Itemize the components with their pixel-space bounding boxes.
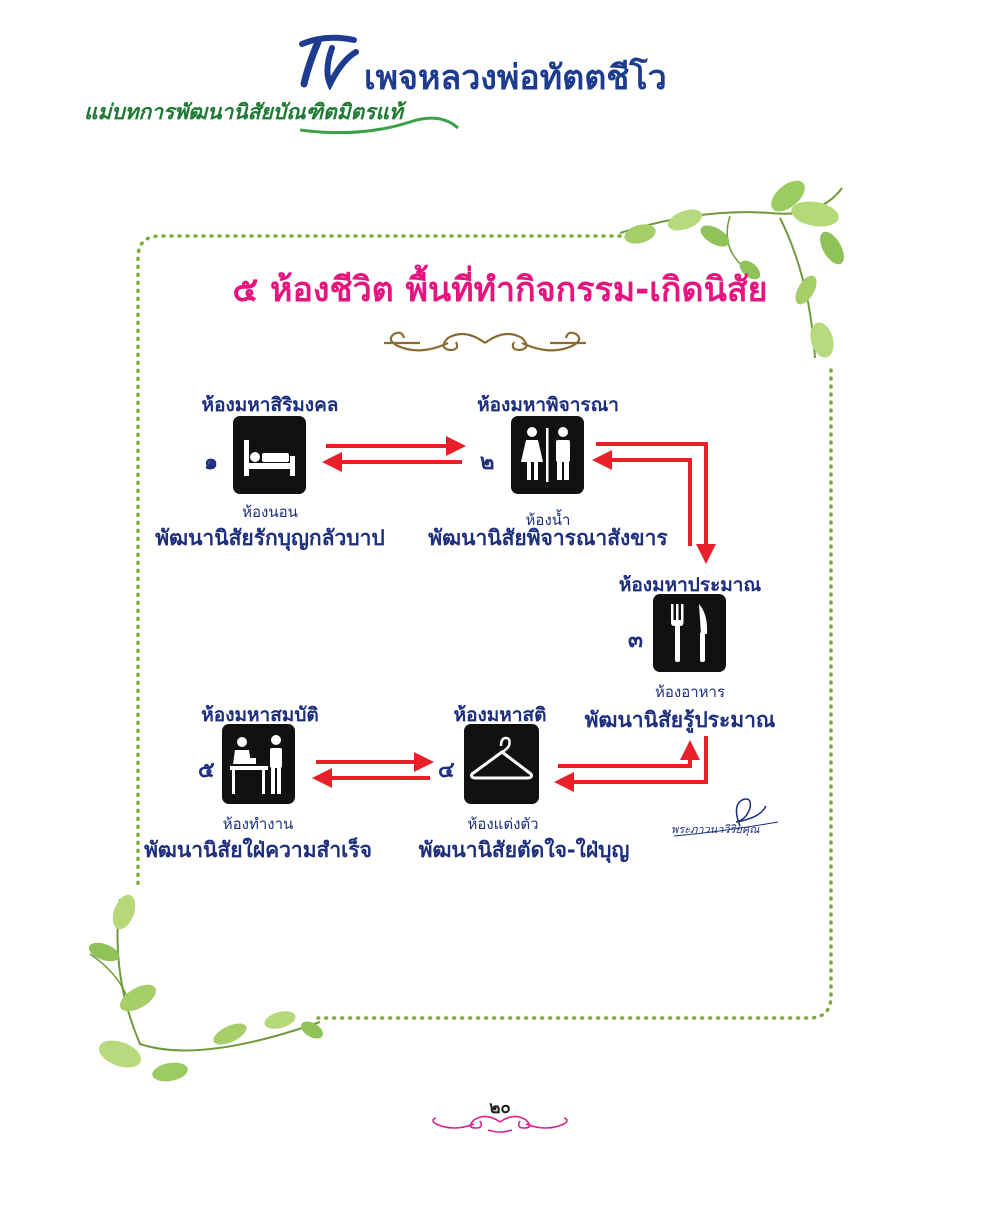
room-5-habit: พัฒนานิสัยใฝ่ความสำเร็จ: [144, 838, 372, 862]
office-work-icon: [222, 724, 295, 804]
hanger-icon: [464, 724, 539, 804]
room-5-name: ห้องมหาสมบัติ: [201, 704, 319, 726]
logo-mark-icon: [299, 34, 359, 90]
room-1-name: ห้องมหาสิริมงคล: [201, 394, 339, 416]
room-3-habit: พัฒนานิสัยรู้ประมาณ: [584, 708, 776, 732]
room-5-sub: ห้องทำงาน: [222, 815, 294, 833]
room-2-name: ห้องมหาพิจารณา: [477, 394, 619, 416]
site-tagline: แม่บทการพัฒนานิสัยบัณฑิตมิตรแท้: [84, 100, 403, 124]
room-4-habit: พัฒนานิสัยตัดใจ-ใฝ่บุญ: [418, 838, 630, 862]
room-2-habit: พัฒนานิสัยพิจารณาสังขาร: [428, 526, 668, 550]
room-3-number: ๓: [628, 628, 644, 653]
swoosh-decoration: [300, 116, 459, 135]
room-4-sub: ห้องแต่งตัว: [467, 815, 539, 833]
room-1-habit: พัฒนานิสัยรักบุญกลัวบาป: [155, 526, 385, 550]
room-5-number: ๕: [198, 758, 215, 783]
room-2-sub: ห้องน้ำ: [525, 511, 571, 529]
page-ornament-icon: [432, 1115, 568, 1133]
page-number: ๒๐: [489, 1098, 511, 1118]
room-2-number: ๒: [480, 450, 495, 475]
room-3-name: ห้องมหาประมาณ: [618, 574, 762, 596]
room-4-name: ห้องมหาสติ: [453, 704, 547, 726]
fork-knife-icon: [653, 594, 726, 672]
bed-icon: [233, 416, 306, 494]
restroom-icon: [511, 416, 584, 494]
site-title: เพจหลวงพ่อทัตตชีโว: [364, 58, 667, 98]
diagram-title: ๕ ห้องชีวิต พื้นที่ทำกิจกรรม-เกิดนิสัย: [232, 270, 768, 310]
flourish-ornament-icon: [384, 331, 586, 352]
room-1-number: ๑: [204, 450, 218, 475]
room-4-number: ๔: [438, 758, 455, 783]
signature-text: พระภาวนาวิริยคุณ: [671, 823, 760, 836]
room-3-sub: ห้องอาหาร: [654, 683, 726, 701]
room-1-sub: ห้องนอน: [242, 503, 298, 521]
signature-scribble-icon: [673, 798, 779, 837]
